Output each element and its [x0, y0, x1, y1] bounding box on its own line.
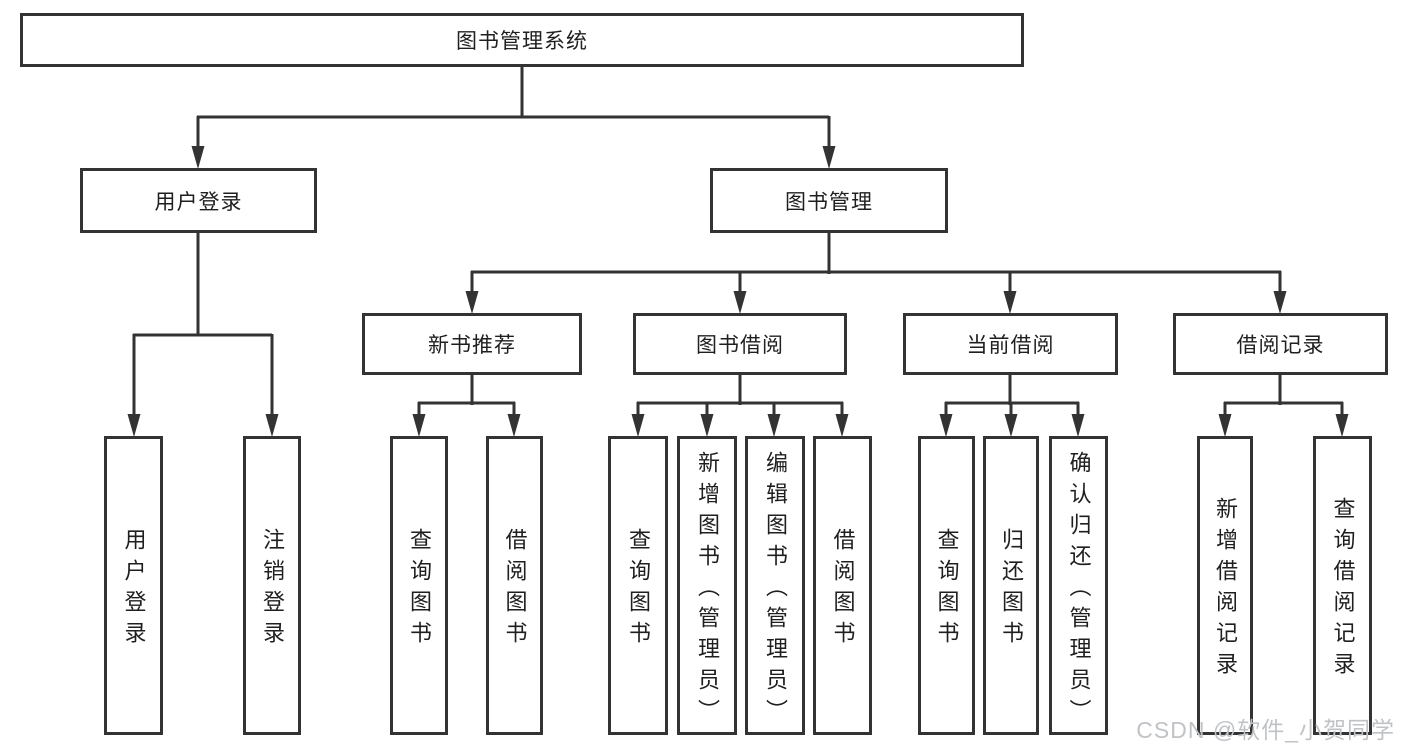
leaf-borrow-add-admin-label: 新增图书（管理员） [695, 450, 720, 730]
leaf-return-book: 归还图书 [983, 436, 1039, 735]
leaf-newbook-query: 查询图书 [390, 436, 448, 735]
node-current-borrow-label: 当前借阅 [966, 334, 1055, 357]
leaf-borrow-query-label: 查询图书 [626, 528, 651, 652]
node-system-root-label: 图书管理系统 [456, 30, 588, 53]
leaf-borrow-add-admin: 新增图书（管理员） [677, 436, 737, 735]
leaf-borrow-book: 借阅图书 [813, 436, 872, 735]
leaf-logout: 注销登录 [243, 436, 301, 735]
leaf-add-borrow-record-label: 新增借阅记录 [1213, 497, 1238, 683]
node-book-management: 图书管理 [710, 168, 948, 233]
leaf-add-borrow-record: 新增借阅记录 [1197, 436, 1253, 735]
node-borrow-records-label: 借阅记录 [1236, 334, 1325, 357]
leaf-query-borrow-record-label: 查询借阅记录 [1330, 497, 1356, 683]
leaf-user-login-label: 用户登录 [121, 528, 147, 652]
node-borrow-records: 借阅记录 [1173, 313, 1388, 375]
node-new-book-recommend: 新书推荐 [362, 313, 582, 375]
node-new-book-recommend-label: 新书推荐 [428, 334, 516, 357]
node-user-login: 用户登录 [80, 168, 317, 233]
leaf-logout-label: 注销登录 [260, 528, 285, 652]
csdn-watermark: CSDN @软件_小贺同学 [1136, 717, 1395, 743]
leaf-current-query-label: 查询图书 [934, 528, 960, 652]
leaf-borrow-book-label: 借阅图书 [830, 528, 856, 652]
node-book-management-label: 图书管理 [785, 190, 873, 214]
leaf-borrow-query: 查询图书 [608, 436, 668, 735]
leaf-return-book-label: 归还图书 [999, 528, 1024, 652]
leaf-user-login: 用户登录 [104, 436, 163, 735]
leaf-borrow-edit-admin-label: 编辑图书（管理员） [763, 450, 788, 730]
node-user-login-label: 用户登录 [154, 190, 243, 214]
leaf-newbook-query-label: 查询图书 [407, 528, 432, 652]
leaf-newbook-borrow-label: 借阅图书 [502, 528, 528, 652]
leaf-borrow-edit-admin: 编辑图书（管理员） [745, 436, 805, 735]
leaf-confirm-return-admin: 确认归还（管理员） [1049, 436, 1108, 735]
leaf-current-query: 查询图书 [918, 436, 975, 735]
node-book-borrow: 图书借阅 [633, 313, 847, 375]
node-current-borrow: 当前借阅 [903, 313, 1118, 375]
leaf-newbook-borrow: 借阅图书 [486, 436, 543, 735]
node-book-borrow-label: 图书借阅 [696, 334, 784, 357]
node-system-root: 图书管理系统 [20, 13, 1024, 67]
leaf-query-borrow-record: 查询借阅记录 [1313, 436, 1372, 735]
leaf-confirm-return-admin-label: 确认归还（管理员） [1066, 450, 1092, 730]
